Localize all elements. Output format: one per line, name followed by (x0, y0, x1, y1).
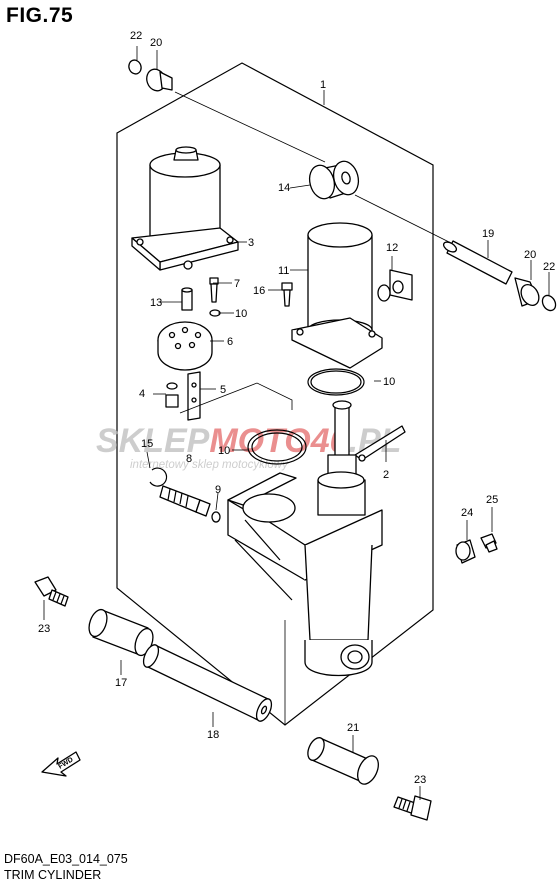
pin-part (442, 240, 513, 285)
bolt-25-part (480, 533, 498, 553)
callout-24: 24 (461, 507, 473, 519)
shaft-part (142, 644, 273, 722)
snap-ring-15-part (149, 467, 168, 487)
diagram-code: DF60A_E03_014_075 (4, 852, 128, 866)
callout-22b: 22 (543, 261, 555, 273)
callout-6: 6 (227, 336, 233, 348)
o-ring-9-part (211, 511, 221, 523)
callout-16: 16 (253, 285, 265, 297)
callout-17: 17 (115, 677, 127, 689)
callout-3: 3 (248, 237, 254, 249)
snap-ring-right-part (541, 294, 557, 312)
callout-5: 5 (220, 384, 226, 396)
callout-7: 7 (234, 278, 240, 290)
bushing-top-part (146, 68, 173, 92)
bushing-large-part (308, 160, 360, 200)
trim-cylinder-part (227, 400, 383, 677)
callout-12: 12 (386, 242, 398, 254)
bushing-bottom-part (307, 737, 379, 785)
callout-20a: 20 (150, 37, 162, 49)
spacer-part (455, 539, 476, 564)
bolt-23-bottom-part (393, 795, 432, 821)
check-valve-part (181, 287, 193, 311)
fwd-arrow-icon: FWD (41, 751, 81, 777)
callout-13: 13 (150, 297, 162, 309)
callout-numbers: 1 2 3 4 5 6 7 8 9 10 10 10 11 12 13 14 1… (38, 30, 555, 786)
callout-14: 14 (278, 182, 290, 194)
leader-lines (43, 46, 550, 800)
callout-8: 8 (186, 453, 192, 465)
callout-19: 19 (482, 228, 494, 240)
reservoir-part (291, 222, 383, 369)
watermark-brand-a: SKLEP (96, 422, 210, 460)
callout-22a: 22 (130, 30, 142, 42)
assembly-frame (116, 62, 434, 726)
plug-4-part (165, 382, 179, 408)
bushing-right-part (514, 277, 540, 307)
callout-10a: 10 (235, 308, 247, 320)
valve-body-part (157, 321, 213, 371)
callout-15: 15 (141, 438, 153, 450)
callout-10c: 10 (218, 445, 230, 457)
trim-motor-part (131, 146, 239, 271)
callout-4: 4 (139, 388, 145, 400)
callout-11: 11 (278, 265, 289, 277)
screw-16-part (281, 282, 293, 307)
screw-7-part (209, 277, 219, 303)
callout-20b: 20 (524, 249, 536, 261)
callout-2: 2 (383, 469, 389, 481)
callout-21: 21 (347, 722, 359, 734)
diagram-name: TRIM CYLINDER (4, 868, 102, 882)
watermark-tagline: internetowy sklep motocyklowy (130, 459, 289, 471)
snap-ring-top-part (128, 59, 142, 75)
fitting-part (377, 269, 413, 302)
manual-valve-part (159, 485, 211, 517)
watermark-brand-b: MOTO (209, 422, 310, 460)
callout-23a: 23 (38, 623, 50, 635)
callout-18: 18 (207, 729, 219, 741)
o-ring-large-part (307, 368, 365, 396)
callout-1: 1 (320, 79, 326, 91)
collar-part (88, 608, 154, 657)
callout-23b: 23 (414, 774, 426, 786)
relief-valve-part (187, 371, 201, 421)
callout-9: 9 (215, 484, 221, 496)
o-ring-cylinder-part (247, 429, 307, 465)
callout-25: 25 (486, 494, 498, 506)
bolt-23-left-part (34, 576, 69, 607)
figure-title: FIG.75 (6, 4, 74, 27)
callout-10b: 10 (383, 376, 395, 388)
